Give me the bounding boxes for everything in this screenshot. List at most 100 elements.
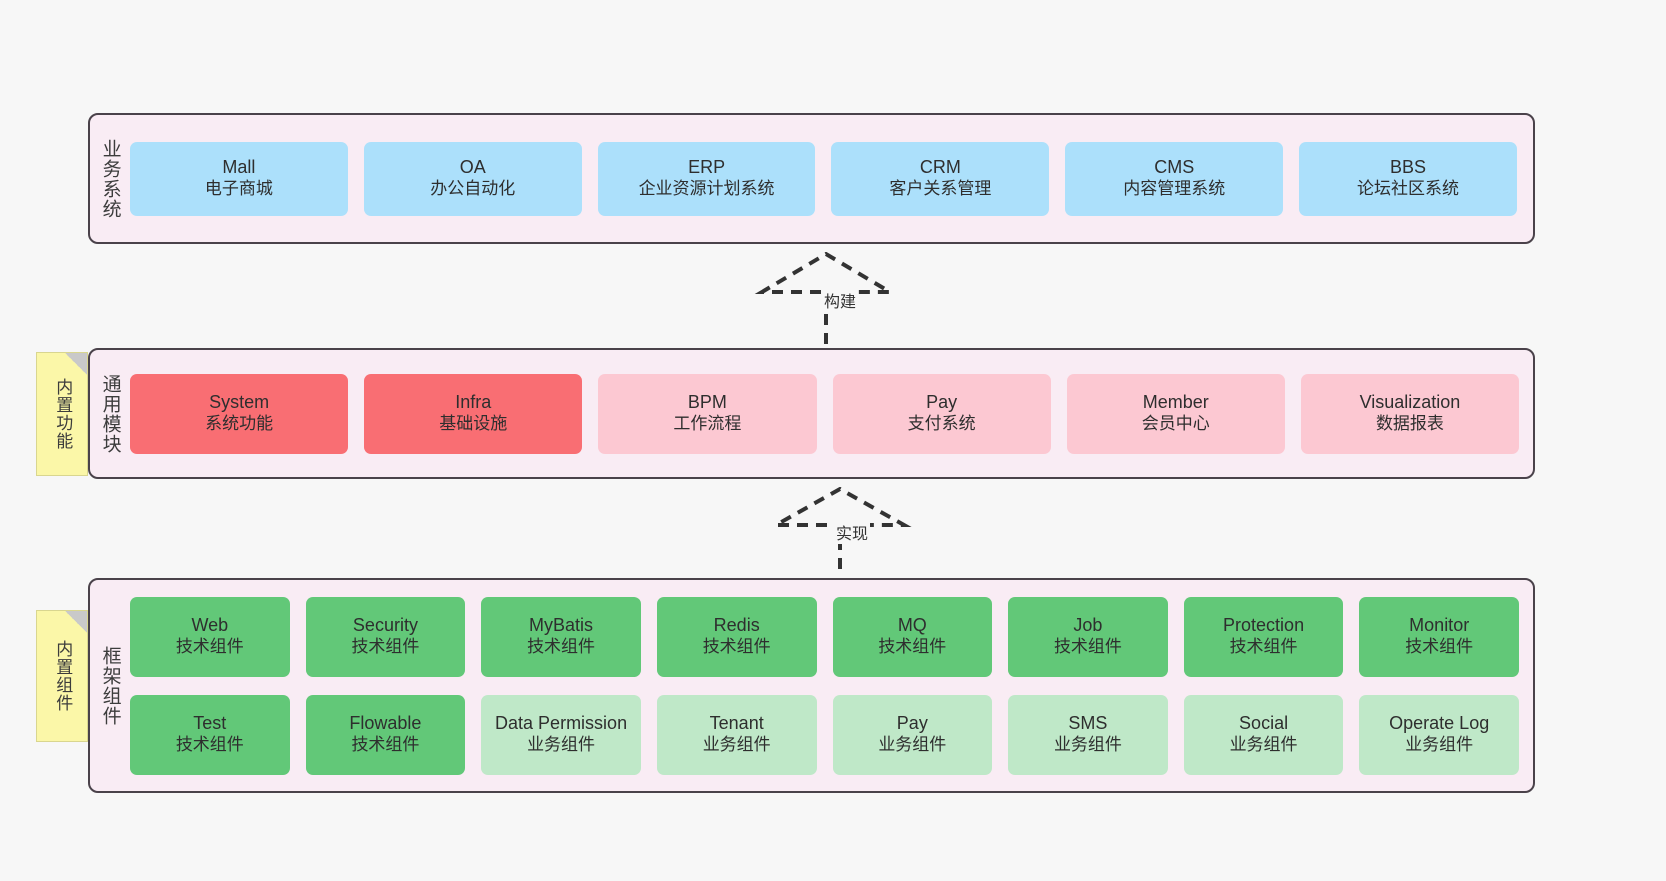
node-security[interactable]: Security 技术组件 bbox=[305, 596, 466, 677]
node-title: Redis bbox=[713, 615, 760, 636]
node-title: Protection bbox=[1223, 615, 1305, 636]
node-subtitle: 工作流程 bbox=[673, 414, 742, 434]
node-web[interactable]: Web 技术组件 bbox=[130, 596, 290, 677]
node-title: Flowable bbox=[349, 713, 422, 734]
node-mybatis[interactable]: MyBatis 技术组件 bbox=[481, 596, 641, 677]
node-subtitle: 数据报表 bbox=[1375, 414, 1444, 434]
folded-corner-icon bbox=[65, 353, 87, 375]
node-title: Test bbox=[193, 713, 227, 734]
node-subtitle: 技术组件 bbox=[175, 637, 244, 657]
sticky-note-builtin-function[interactable]: 内置功能 bbox=[36, 352, 88, 476]
folded-corner-icon bbox=[65, 611, 87, 633]
layer-common-modules[interactable]: 通用模块 System 系统功能 Infra 基础设施 BPM 工作流程 Pay… bbox=[88, 348, 1535, 479]
node-protection[interactable]: Protection 技术组件 bbox=[1183, 596, 1344, 677]
node-mq[interactable]: MQ 技术组件 bbox=[832, 596, 993, 677]
node-title: Member bbox=[1142, 392, 1209, 413]
node-subtitle: 业务组件 bbox=[1229, 735, 1298, 755]
sticky-note-label: 内置组件 bbox=[53, 640, 73, 712]
node-title: OA bbox=[459, 157, 486, 178]
node-title: BPM bbox=[687, 392, 727, 413]
node-subtitle: 技术组件 bbox=[1053, 637, 1122, 657]
node-sms[interactable]: SMS 业务组件 bbox=[1008, 694, 1168, 775]
connector-implement: 实现 bbox=[762, 487, 942, 569]
node-oa[interactable]: OA 办公自动化 bbox=[363, 141, 582, 216]
node-flowable[interactable]: Flowable 技术组件 bbox=[305, 694, 466, 775]
node-subtitle: 支付系统 bbox=[907, 414, 976, 434]
node-bbs[interactable]: BBS 论坛社区系统 bbox=[1299, 141, 1517, 216]
node-pay-module[interactable]: Pay 支付系统 bbox=[832, 373, 1051, 454]
node-title: ERP bbox=[688, 157, 726, 178]
node-subtitle: 办公自动化 bbox=[430, 179, 516, 199]
node-subtitle: 业务组件 bbox=[1053, 735, 1122, 755]
layer-title-business-system: 业务系统 bbox=[99, 138, 121, 219]
node-system[interactable]: System 系统功能 bbox=[130, 373, 349, 454]
node-bpm[interactable]: BPM 工作流程 bbox=[598, 373, 817, 454]
node-title: System bbox=[209, 392, 270, 413]
node-subtitle: 技术组件 bbox=[1229, 637, 1298, 657]
node-job[interactable]: Job 技术组件 bbox=[1008, 596, 1168, 677]
node-pay-component[interactable]: Pay 业务组件 bbox=[832, 694, 993, 775]
node-subtitle: 系统功能 bbox=[205, 414, 274, 434]
node-title: Data Permission bbox=[495, 713, 628, 734]
node-subtitle: 内容管理系统 bbox=[1123, 179, 1226, 199]
node-title: BBS bbox=[1390, 157, 1427, 178]
node-title: Operate Log bbox=[1389, 713, 1490, 734]
sticky-note-builtin-component[interactable]: 内置组件 bbox=[36, 610, 88, 742]
node-row: System 系统功能 Infra 基础设施 BPM 工作流程 Pay 支付系统… bbox=[130, 373, 1520, 454]
node-subtitle: 技术组件 bbox=[878, 637, 947, 657]
node-subtitle: 电子商城 bbox=[204, 179, 273, 199]
node-infra[interactable]: Infra 基础设施 bbox=[364, 373, 583, 454]
node-title: Pay bbox=[926, 392, 958, 413]
node-title: SMS bbox=[1068, 713, 1108, 734]
node-monitor[interactable]: Monitor 技术组件 bbox=[1359, 596, 1519, 677]
node-subtitle: 业务组件 bbox=[878, 735, 947, 755]
node-title: Visualization bbox=[1359, 392, 1461, 413]
node-subtitle: 技术组件 bbox=[527, 637, 596, 657]
node-crm[interactable]: CRM 客户关系管理 bbox=[831, 141, 1050, 216]
node-subtitle: 会员中心 bbox=[1141, 414, 1210, 434]
node-row: Web 技术组件 Security 技术组件 MyBatis 技术组件 Redi… bbox=[130, 596, 1519, 677]
node-subtitle: 基础设施 bbox=[439, 414, 508, 434]
node-tenant[interactable]: Tenant 业务组件 bbox=[656, 694, 817, 775]
node-title: CMS bbox=[1154, 157, 1195, 178]
connector-build: 构建 bbox=[748, 252, 928, 344]
node-subtitle: 论坛社区系统 bbox=[1357, 179, 1460, 199]
node-test[interactable]: Test 技术组件 bbox=[130, 694, 290, 775]
layer-title-common-modules: 通用模块 bbox=[99, 373, 121, 454]
node-title: Tenant bbox=[709, 713, 764, 734]
layer-body-business-system: Mall 电子商城 OA 办公自动化 ERP 企业资源计划系统 CRM 客户关系… bbox=[130, 115, 1533, 242]
node-title: Job bbox=[1073, 615, 1103, 636]
node-mall[interactable]: Mall 电子商城 bbox=[130, 141, 348, 216]
node-title: Security bbox=[352, 615, 418, 636]
node-title: Infra bbox=[455, 392, 492, 413]
node-title: Social bbox=[1239, 713, 1289, 734]
node-member[interactable]: Member 会员中心 bbox=[1066, 373, 1285, 454]
node-row: Mall 电子商城 OA 办公自动化 ERP 企业资源计划系统 CRM 客户关系… bbox=[130, 141, 1517, 216]
node-subtitle: 业务组件 bbox=[1405, 735, 1474, 755]
node-social[interactable]: Social 业务组件 bbox=[1183, 694, 1344, 775]
layer-business-system[interactable]: 业务系统 Mall 电子商城 OA 办公自动化 ERP 企业资源计划系统 CRM… bbox=[88, 113, 1535, 244]
node-erp[interactable]: ERP 企业资源计划系统 bbox=[597, 141, 816, 216]
layer-body-common-modules: System 系统功能 Infra 基础设施 BPM 工作流程 Pay 支付系统… bbox=[130, 350, 1533, 477]
node-visualization[interactable]: Visualization 数据报表 bbox=[1300, 373, 1520, 454]
node-data-permission[interactable]: Data Permission 业务组件 bbox=[481, 694, 641, 775]
node-redis[interactable]: Redis 技术组件 bbox=[656, 596, 817, 677]
node-title: MyBatis bbox=[529, 615, 594, 636]
node-subtitle: 技术组件 bbox=[351, 735, 420, 755]
layer-body-framework-components: Web 技术组件 Security 技术组件 MyBatis 技术组件 Redi… bbox=[130, 580, 1533, 791]
node-title: Mall bbox=[222, 157, 256, 178]
sticky-note-label: 内置功能 bbox=[53, 378, 73, 450]
node-subtitle: 技术组件 bbox=[1405, 637, 1474, 657]
node-operate-log[interactable]: Operate Log 业务组件 bbox=[1359, 694, 1519, 775]
node-cms[interactable]: CMS 内容管理系统 bbox=[1065, 141, 1284, 216]
node-title: Pay bbox=[896, 713, 928, 734]
node-subtitle: 技术组件 bbox=[351, 637, 420, 657]
node-subtitle: 技术组件 bbox=[702, 637, 771, 657]
node-title: MQ bbox=[897, 615, 927, 636]
node-row: Test 技术组件 Flowable 技术组件 Data Permission … bbox=[130, 694, 1519, 775]
connector-label: 实现 bbox=[834, 520, 871, 544]
node-subtitle: 业务组件 bbox=[527, 735, 596, 755]
layer-framework-components[interactable]: 框架组件 Web 技术组件 Security 技术组件 MyBatis 技术组件… bbox=[88, 578, 1535, 793]
node-subtitle: 客户关系管理 bbox=[889, 179, 992, 199]
